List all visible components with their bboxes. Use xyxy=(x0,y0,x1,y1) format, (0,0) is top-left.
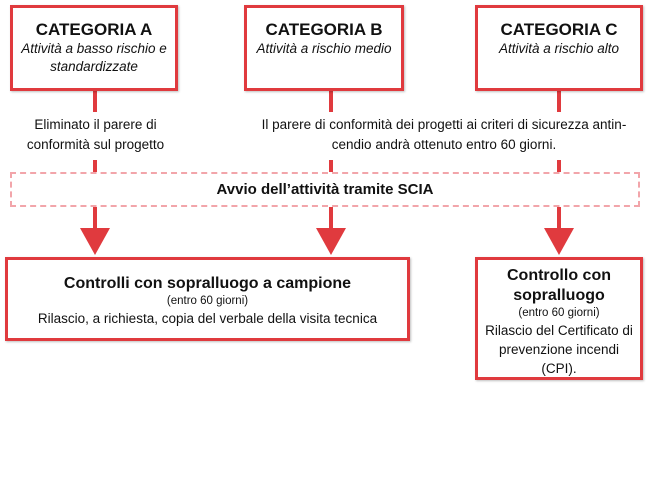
category-b-box: CATEGORIA B Attività a rischio medio xyxy=(244,5,404,91)
arrow-down-icon xyxy=(544,228,574,255)
outcome-title: Controlli con sopralluogo a campione xyxy=(63,275,352,292)
outcome-ab-box: Controlli con sopralluogo a campione (en… xyxy=(5,257,410,341)
outcome-period: (entro 60 giorni) xyxy=(166,295,249,307)
category-c-box: CATEGORIA C Attività a rischio alto xyxy=(475,5,643,91)
note-category-bc: Il parere di conformità dei progetti ai … xyxy=(261,117,627,152)
outcome-text: Rilascio del Certificato di prevenzione … xyxy=(485,323,633,376)
category-a-box: CATEGORIA A Attività a basso rischio e s… xyxy=(10,5,178,91)
category-title: CATEGORIA A xyxy=(35,20,153,39)
outcome-c-box: Controllo con sopralluogo (entro 60 gior… xyxy=(475,257,643,380)
arrow-down-icon xyxy=(316,228,346,255)
category-title: CATEGORIA B xyxy=(265,20,383,39)
outcome-period: (entro 60 giorni) xyxy=(518,307,600,319)
category-title: CATEGORIA C xyxy=(500,20,618,39)
note-category-a: Eliminato il parere di conformità sul pr… xyxy=(26,117,165,152)
outcome-text: Rilascio, a richiesta, copia del verbale… xyxy=(37,311,378,326)
category-subtitle: Attività a basso rischio e standardizzat… xyxy=(21,41,167,74)
category-subtitle: Attività a rischio alto xyxy=(498,41,620,56)
arrow-down-icon xyxy=(80,228,110,255)
outcome-title: Controllo con sopralluogo xyxy=(507,267,611,304)
scia-box: Avvio dell’attività tramite SCIA xyxy=(10,172,640,207)
category-subtitle: Attività a rischio medio xyxy=(256,41,392,56)
